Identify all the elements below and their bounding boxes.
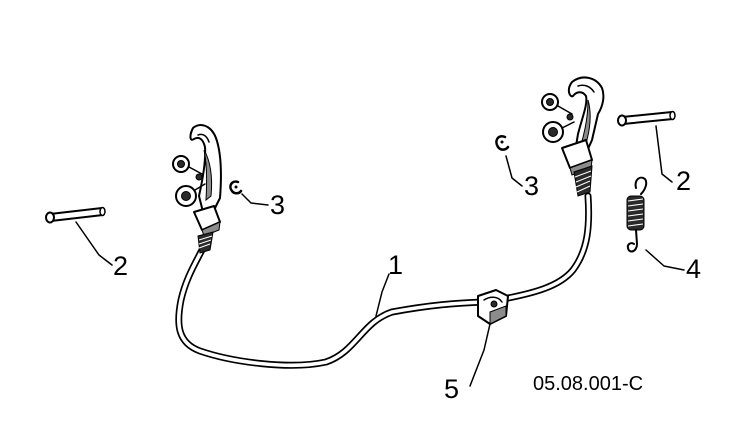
right-pin [617, 110, 676, 127]
callout-pin-left: 2 [113, 251, 128, 281]
right-latch-assembly [541, 76, 605, 197]
callout-cable: 1 [388, 250, 403, 280]
callout-clip-right: 3 [524, 171, 539, 201]
callouts: 1 2 2 3 3 4 5 [113, 166, 701, 404]
left-thread [197, 231, 214, 254]
left-clip [229, 180, 243, 195]
drawing-code: 05.08.001-C [533, 373, 643, 395]
callout-spring: 4 [686, 254, 701, 284]
left-pin [45, 206, 106, 224]
left-latch-assembly [172, 124, 222, 254]
cable-clamp [477, 289, 509, 325]
spring [626, 176, 648, 253]
cable [175, 192, 593, 369]
callout-clip-left: 3 [270, 190, 285, 220]
right-clip [495, 135, 510, 151]
right-thread [573, 165, 593, 197]
leader-lines [75, 125, 685, 387]
callout-pin-right: 2 [676, 166, 691, 196]
callout-clamp: 5 [444, 374, 459, 404]
